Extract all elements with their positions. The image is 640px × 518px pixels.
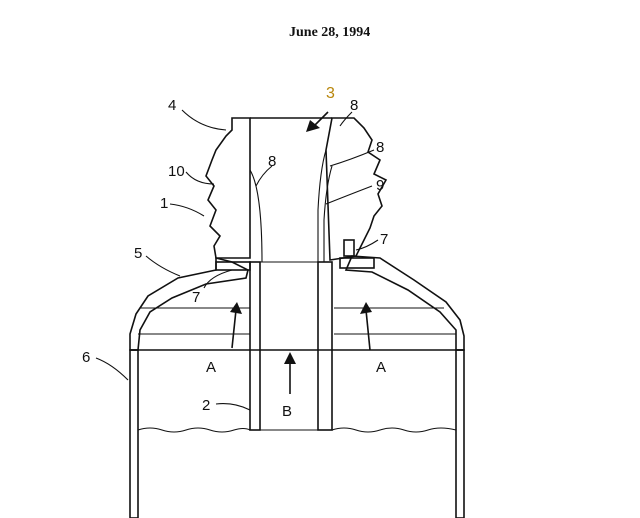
label-7-left: 7 xyxy=(192,289,200,306)
leader-8-left xyxy=(255,165,273,187)
leader-9 xyxy=(325,185,373,205)
leader-5 xyxy=(145,255,181,277)
seal-tab-right xyxy=(343,239,355,257)
neck-wall-left xyxy=(205,117,251,259)
leader-7-right xyxy=(355,239,379,251)
label-4: 4 xyxy=(168,97,176,114)
tube-wall-left xyxy=(249,261,261,431)
leader-8-mid xyxy=(329,149,375,167)
patent-date: June 28, 1994 xyxy=(289,25,371,40)
tube-wall-right xyxy=(317,261,333,431)
label-a-right: A xyxy=(376,359,386,376)
body-wall-left xyxy=(129,349,139,518)
liquid-surface-left xyxy=(137,427,251,433)
label-6: 6 xyxy=(82,349,90,366)
passage-curve-left xyxy=(249,169,263,263)
label-10: 10 xyxy=(168,163,185,180)
leader-8-top xyxy=(339,111,353,127)
label-b: B xyxy=(282,403,292,420)
air-channel-outer xyxy=(317,149,327,262)
label-8-top: 8 xyxy=(350,97,358,114)
air-channel-inner xyxy=(323,165,333,262)
arrow-a-right xyxy=(365,309,371,351)
label-a-left: A xyxy=(206,359,216,376)
arrow-b-head xyxy=(284,352,296,364)
arrow-3-head xyxy=(306,120,320,132)
leader-10 xyxy=(185,171,215,185)
leader-2 xyxy=(215,403,251,411)
leader-6 xyxy=(95,357,129,381)
arrow-a-left-head xyxy=(230,302,242,314)
label-1: 1 xyxy=(160,195,168,212)
shoulder-right xyxy=(344,255,465,351)
liquid-surface-right xyxy=(331,427,457,433)
label-9: 9 xyxy=(376,177,384,194)
arrow-a-left xyxy=(231,309,237,349)
label-2: 2 xyxy=(202,397,210,414)
leader-1 xyxy=(169,203,205,217)
label-7-right: 7 xyxy=(380,231,388,248)
seal-ring-right xyxy=(339,257,375,269)
leader-7-left xyxy=(203,269,233,289)
shoulder-left xyxy=(129,256,249,351)
body-wall-right xyxy=(455,349,465,518)
leader-4 xyxy=(181,109,227,131)
label-8-left: 8 xyxy=(268,153,276,170)
arrow-a-right-head xyxy=(360,302,372,314)
arrow-3 xyxy=(313,111,329,127)
label-5: 5 xyxy=(134,245,142,262)
label-3: 3 xyxy=(326,85,335,102)
label-8-mid: 8 xyxy=(376,139,384,156)
